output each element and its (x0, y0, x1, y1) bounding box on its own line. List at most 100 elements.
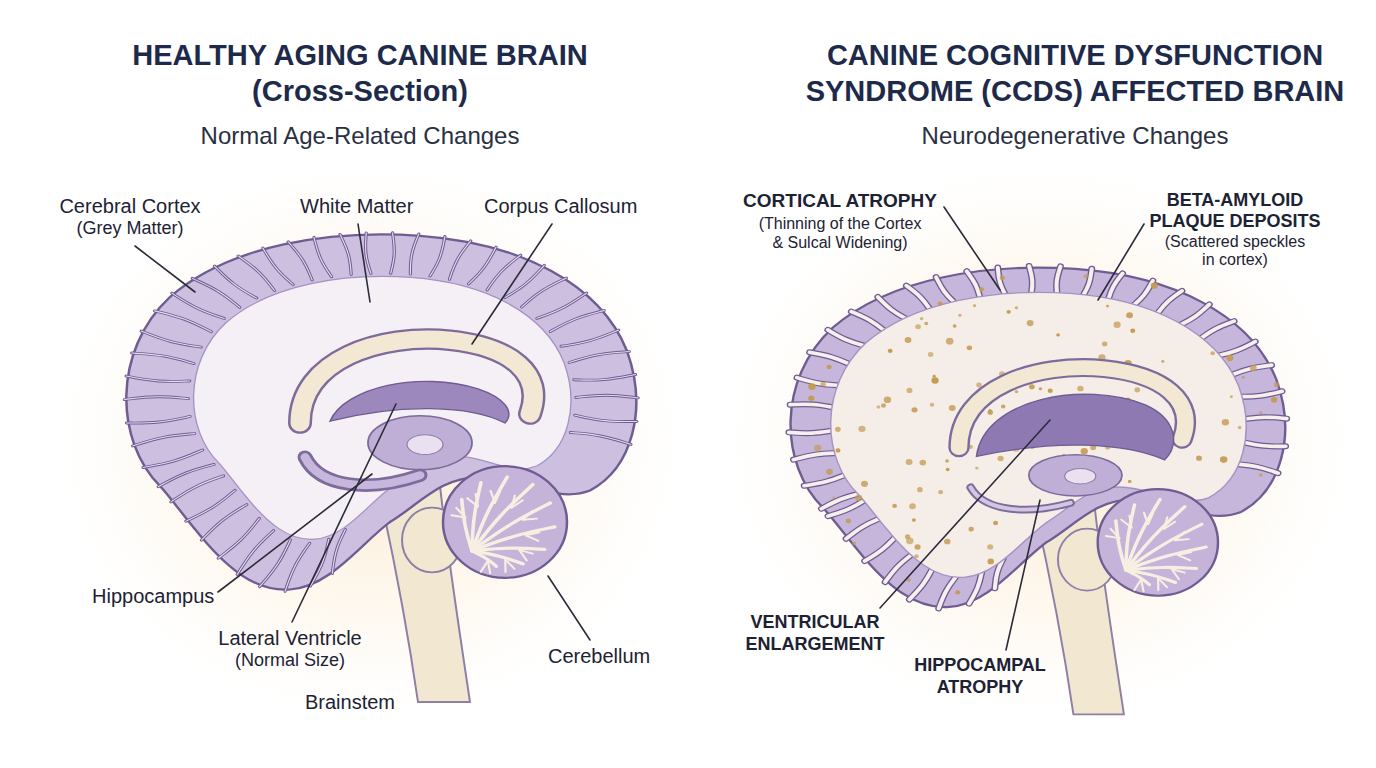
sulcus-groove (314, 237, 332, 276)
sulcus-groove (218, 518, 259, 558)
sulcus-groove (487, 255, 521, 290)
callout-label: HIPPOCAMPAL ATROPHY (905, 655, 1055, 698)
arbor-branch (495, 491, 500, 503)
sulcus-groove (1243, 442, 1286, 446)
arbor-branch (526, 535, 539, 541)
sulcus-line (885, 554, 913, 582)
corpus-callosum-outline (300, 339, 533, 423)
sulcus-line (218, 518, 259, 558)
part-label: Cerebral Cortex (45, 194, 215, 218)
sulcus-groove (1133, 281, 1153, 306)
sulcus-groove (1083, 269, 1092, 296)
arbor-branch (491, 491, 495, 503)
plaque-speckle (979, 287, 984, 291)
sulcus-groove (263, 248, 293, 285)
cerebral-cortex-shape (126, 234, 636, 589)
sulcus-groove (391, 233, 395, 274)
sulcus-groove (790, 404, 834, 407)
plaque-speckle (852, 541, 856, 545)
sulcus-line (155, 311, 212, 332)
plaque-speckle (953, 324, 957, 327)
sulcus-groove (172, 293, 225, 318)
sulcus-groove (789, 431, 834, 434)
sulcus-line (1157, 291, 1182, 314)
arbor-branch (1178, 552, 1191, 555)
sulcus-groove (126, 416, 190, 423)
plaque-speckle (1128, 480, 1132, 483)
sulcus-line (569, 352, 629, 363)
plaque-speckle (946, 338, 954, 345)
sulcus-groove (1157, 291, 1182, 314)
arbor-branch (1144, 513, 1148, 524)
part-label: Brainstem (305, 690, 395, 714)
leader-line (880, 420, 1050, 608)
plaque-speckle (836, 448, 841, 452)
callout-label: CORTICAL ATROPHY (720, 190, 960, 213)
arbor-branch (1172, 569, 1185, 573)
arbor-branch (1158, 578, 1167, 587)
sulcus-groove (366, 233, 371, 274)
plaque-speckle (861, 481, 868, 487)
plaque-speckle (835, 427, 841, 432)
plaque-speckle (1077, 386, 1083, 392)
plaque-speckle (997, 456, 1003, 462)
arbor-branch (452, 515, 466, 517)
sulcus-line (449, 241, 470, 279)
sulcus-groove (797, 378, 840, 386)
arbor-branch (1126, 570, 1176, 583)
plaque-speckle (888, 349, 893, 353)
sulcus-line (998, 268, 1006, 296)
sulcus-line (410, 234, 418, 274)
plaque-speckle (931, 377, 938, 383)
cerebellum-shape (443, 466, 567, 578)
sulcus-line (430, 237, 445, 277)
plaque-speckle (932, 375, 935, 378)
sulcus-line (260, 540, 291, 587)
sulcus-groove (1029, 266, 1032, 294)
sulcus-line (141, 331, 201, 347)
leader-line (472, 224, 552, 344)
plaque-speckle (955, 590, 960, 594)
sulcus-groove (449, 241, 470, 279)
sulcus-line (1133, 281, 1153, 306)
sulcus-line (793, 453, 837, 460)
sulcus-line (1108, 273, 1123, 300)
plaque-speckle (1274, 382, 1280, 387)
plaque-speckle (1238, 426, 1242, 429)
sulcus-groove (430, 237, 445, 277)
plaque-speckle (988, 409, 991, 412)
part-label: Lateral Ventricle (205, 626, 375, 650)
sulcus-line (570, 432, 631, 444)
white-matter-shape (194, 276, 571, 539)
sulcus-groove (1108, 273, 1123, 300)
sulcus-line (828, 330, 866, 346)
sulcus-groove (522, 278, 567, 307)
sulcus-line (171, 476, 224, 502)
arbor-branch (526, 532, 540, 535)
sulcus-groove (340, 234, 351, 274)
arbor-branch (472, 551, 496, 567)
plaque-speckle (1015, 306, 1018, 309)
sulcus-groove (1243, 417, 1286, 419)
sulcus-line (550, 310, 604, 331)
sulcus-line (939, 575, 957, 608)
sulcus-groove (215, 266, 257, 298)
plaque-speckle (975, 467, 978, 470)
arbor-branch (472, 503, 550, 551)
white-matter-shape (831, 292, 1246, 577)
background-glow (30, 140, 710, 740)
plaque-speckle (1048, 388, 1053, 393)
plaque-speckle (906, 459, 913, 465)
sulcus-groove (998, 268, 1006, 296)
sulcus-line (810, 352, 851, 364)
plaque-speckle (1242, 376, 1245, 379)
part-label: Corpus Callosum (484, 194, 637, 218)
plaque-speckle (912, 518, 916, 522)
leader-line (218, 474, 372, 592)
sulcus-line (133, 434, 195, 446)
sulci (124, 233, 638, 592)
sulcus-line (143, 450, 203, 468)
sulcus-groove (967, 271, 980, 298)
plaque-speckle (1081, 448, 1088, 454)
sulcus-line (332, 530, 345, 574)
